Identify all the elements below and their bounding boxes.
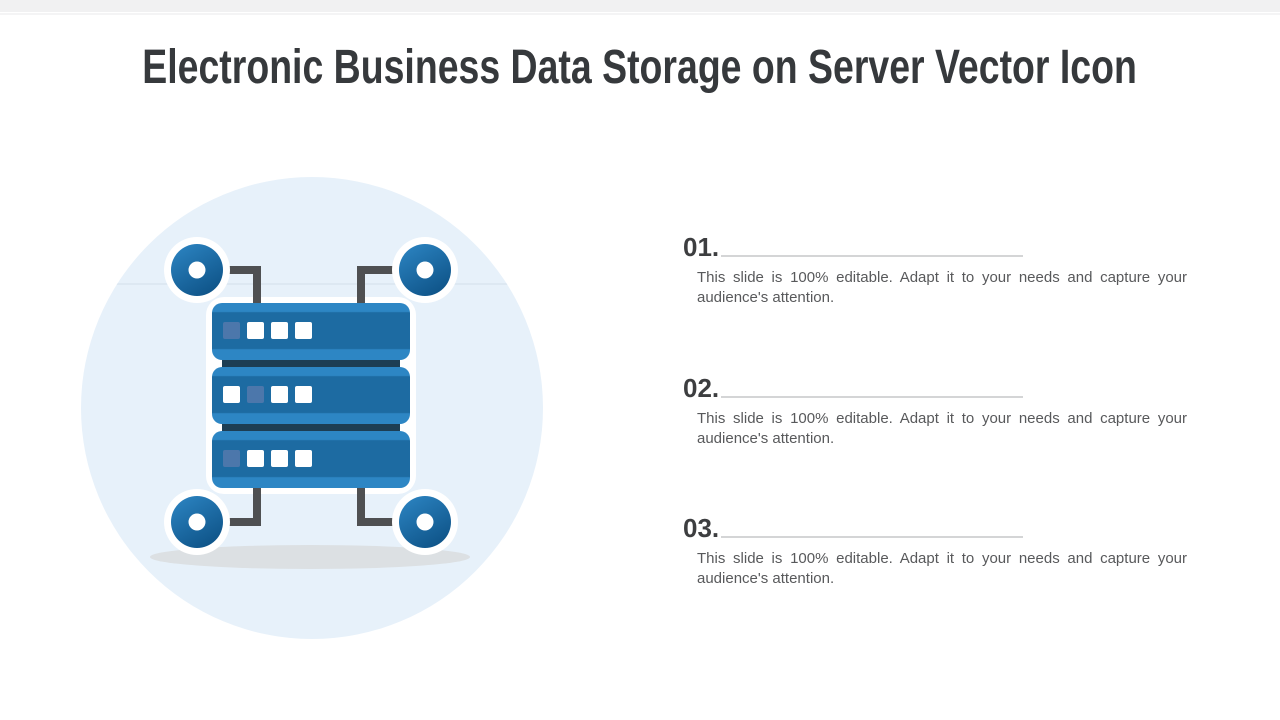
section-description: This slide is 100% editable. Adapt it to… xyxy=(697,410,1187,447)
network-node-icon xyxy=(392,237,458,303)
led-square xyxy=(223,450,240,467)
section-underline xyxy=(721,255,1024,257)
network-node-icon xyxy=(164,237,230,303)
rack-gap-band xyxy=(222,360,400,368)
numbered-section-1: 01. This slide is 100% editable. Adapt i… xyxy=(683,232,1187,308)
section-number: 03. xyxy=(683,513,720,543)
section-header: 01. xyxy=(683,232,1175,262)
server-storage-illustration xyxy=(81,177,543,639)
numbered-section-3: 03. This slide is 100% editable. Adapt i… xyxy=(683,513,1187,589)
led-square xyxy=(295,322,312,339)
section-header: 03. xyxy=(683,513,1175,543)
rack-gap-band xyxy=(222,424,400,432)
section-number: 01. xyxy=(683,232,720,262)
node-hole xyxy=(416,513,434,531)
led-square xyxy=(223,386,240,403)
slide-title-text: Electronic Business Data Storage on Serv… xyxy=(142,41,1138,94)
node-hole xyxy=(188,513,206,531)
led-square xyxy=(271,322,288,339)
led-square xyxy=(295,450,312,467)
server-led-squares xyxy=(223,322,312,467)
slide-title: Electronic Business Data Storage on Serv… xyxy=(0,40,1280,96)
led-square xyxy=(223,322,240,339)
numbered-section-2: 02. This slide is 100% editable. Adapt i… xyxy=(683,373,1187,449)
section-description: This slide is 100% editable. Adapt it to… xyxy=(697,269,1187,306)
led-square xyxy=(271,450,288,467)
network-node-icon xyxy=(392,489,458,555)
led-square xyxy=(271,386,288,403)
section-number: 02. xyxy=(683,373,720,403)
top-accent-bar xyxy=(0,0,1280,12)
led-square xyxy=(247,386,264,403)
section-underline xyxy=(721,396,1024,398)
led-square xyxy=(295,386,312,403)
led-square xyxy=(247,450,264,467)
node-hole xyxy=(188,261,206,279)
section-underline xyxy=(721,536,1024,538)
network-node-icon xyxy=(164,489,230,555)
node-hole xyxy=(416,261,434,279)
shadow-ellipse xyxy=(150,545,470,569)
top-accent-line xyxy=(0,13,1280,15)
section-description: This slide is 100% editable. Adapt it to… xyxy=(697,550,1187,587)
led-square xyxy=(247,322,264,339)
section-header: 02. xyxy=(683,373,1175,403)
